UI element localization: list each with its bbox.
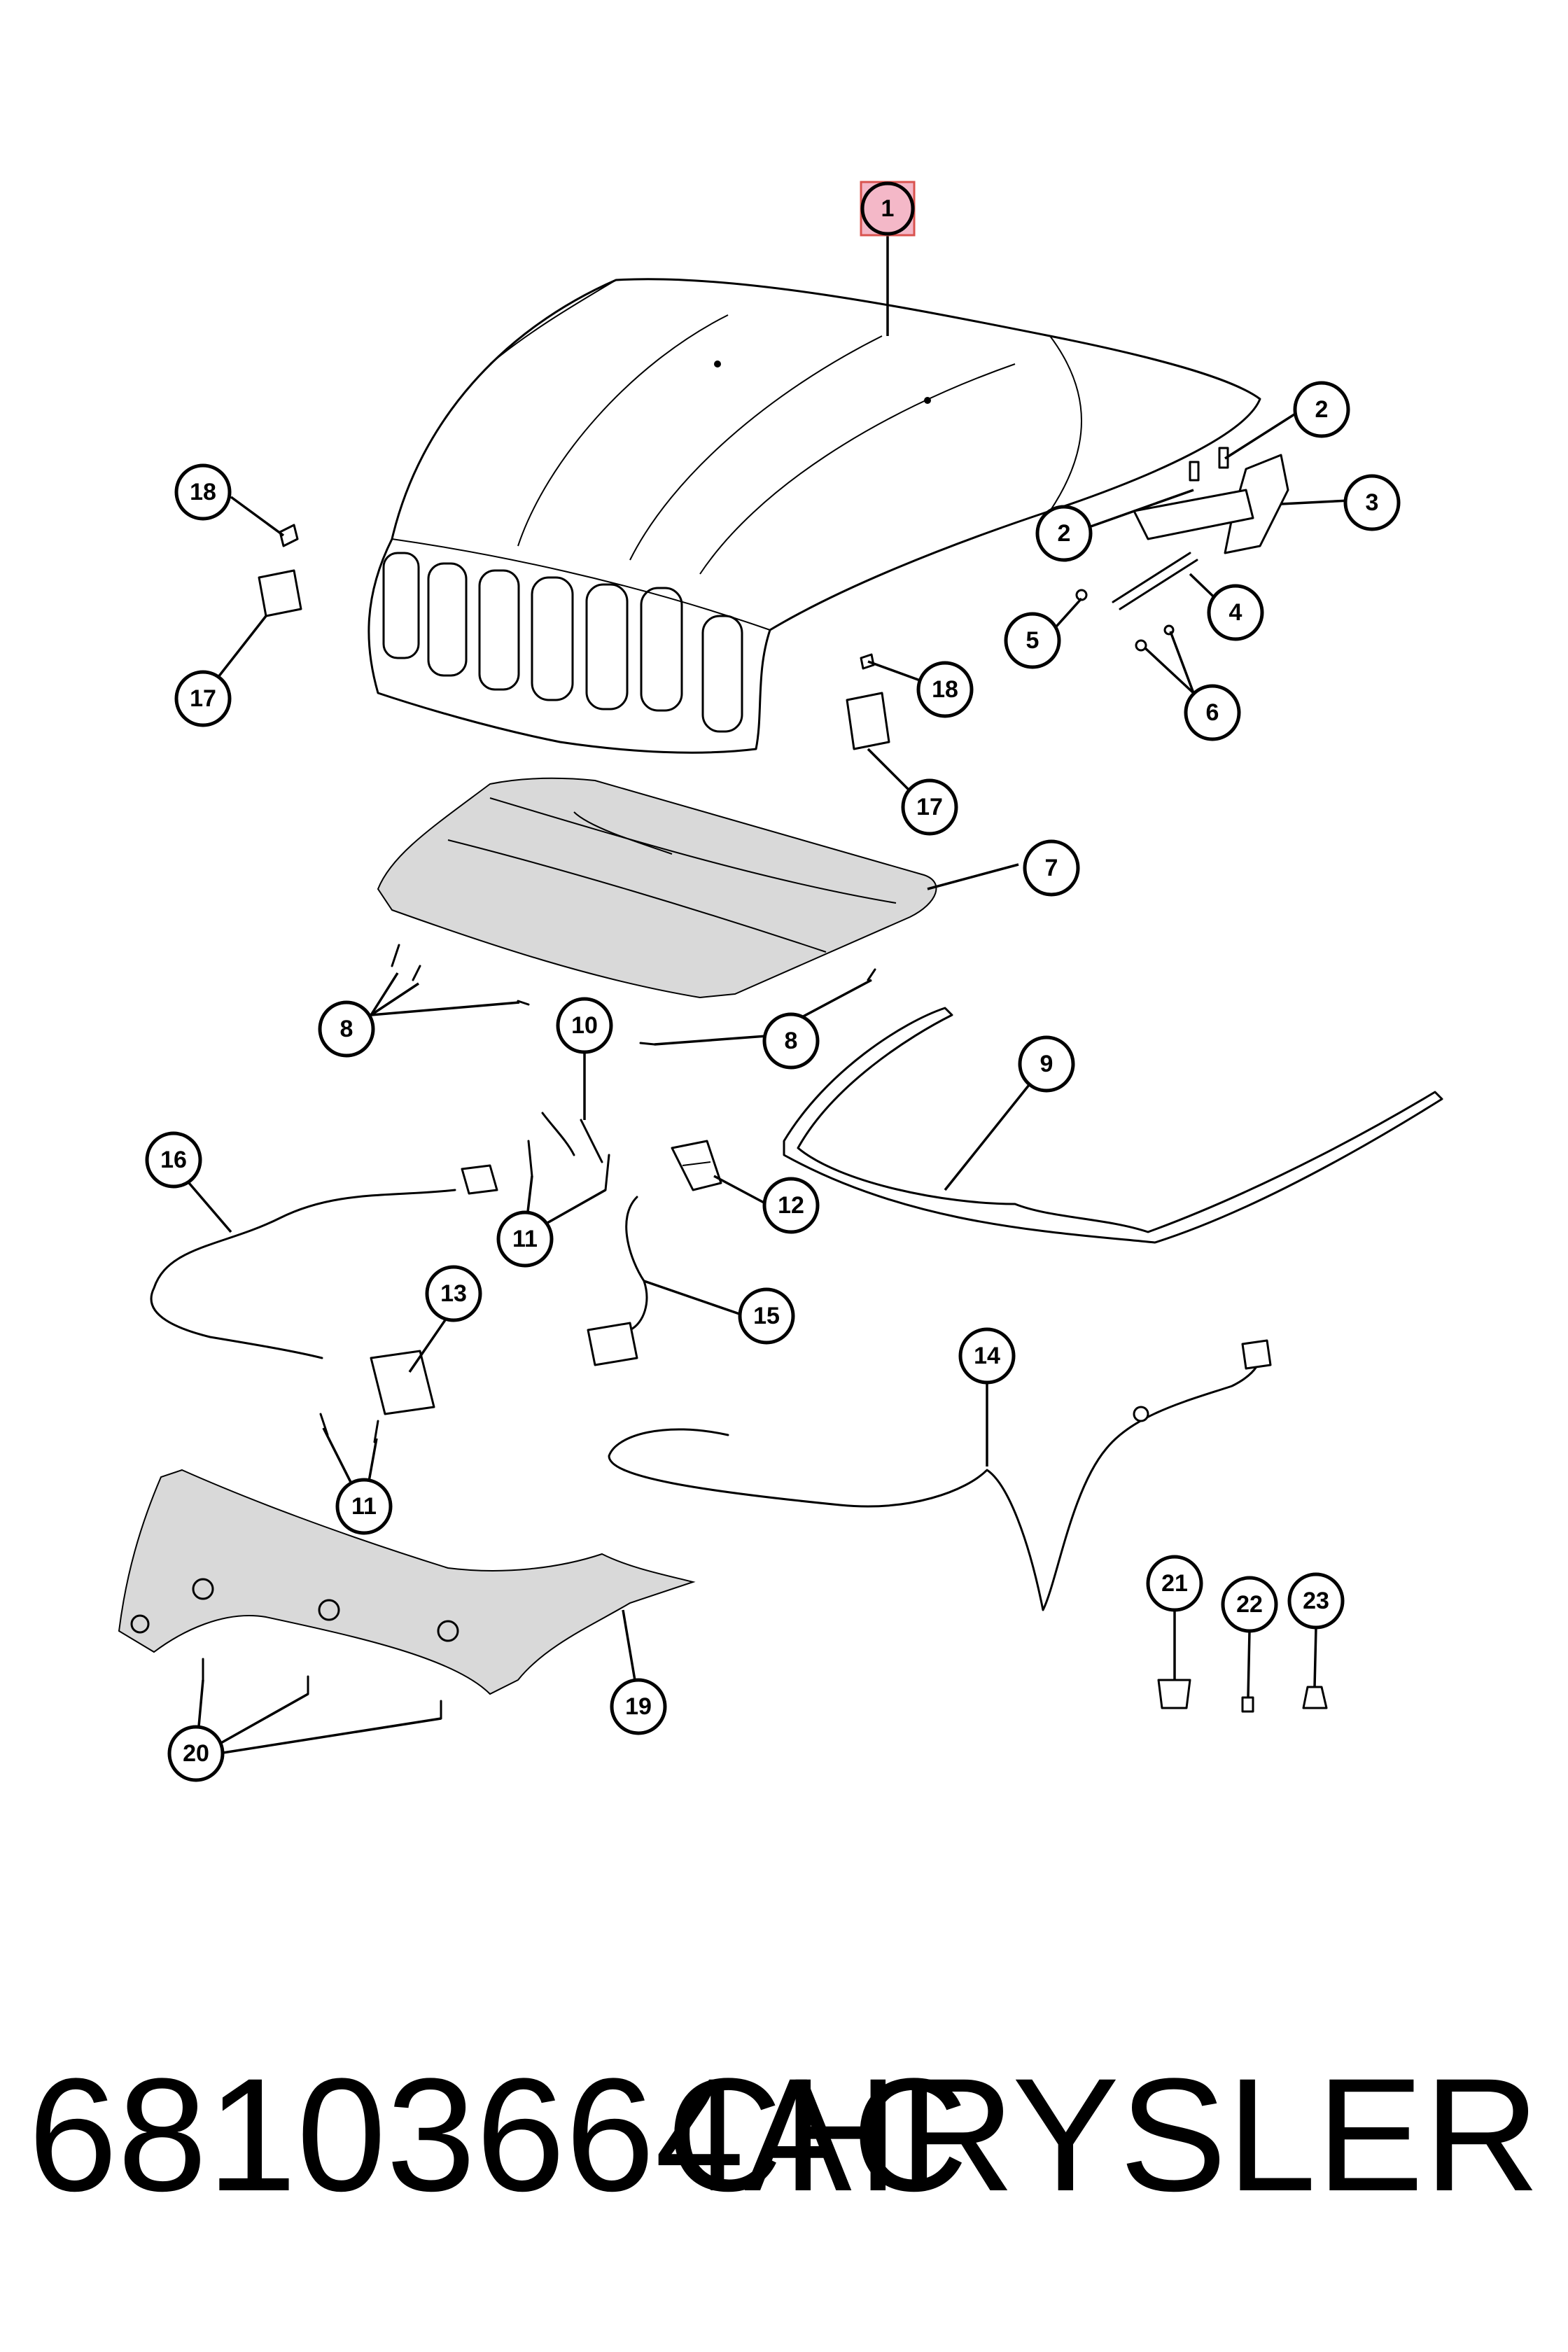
- svg-text:9: 9: [1040, 1051, 1054, 1077]
- bumper-right: [846, 653, 890, 750]
- svg-text:19: 19: [625, 1693, 652, 1720]
- front-splash-shield-19: [118, 1469, 696, 1695]
- callout-17-right[interactable]: 17: [901, 778, 958, 836]
- callout-22[interactable]: 22: [1221, 1576, 1278, 1633]
- callout-11-upper[interactable]: 11: [496, 1210, 554, 1268]
- callout-18-left[interactable]: 18: [174, 463, 232, 521]
- part-number: 68103664AC: [28, 2045, 968, 2225]
- svg-text:7: 7: [1045, 855, 1058, 881]
- clip-21: [1157, 1679, 1191, 1709]
- clip-22: [1241, 1696, 1254, 1713]
- svg-text:23: 23: [1303, 1588, 1329, 1614]
- svg-text:1: 1: [881, 195, 895, 222]
- hood-panel: [368, 278, 1261, 754]
- callout-14[interactable]: 14: [958, 1327, 1016, 1385]
- callout-16[interactable]: 16: [145, 1131, 202, 1189]
- svg-text:8: 8: [785, 1028, 798, 1054]
- callouts: 1 2 2 3 4 5 6 7: [145, 181, 1401, 1782]
- manufacturer-name: CHRYSLER: [666, 2045, 1540, 2225]
- hood-hinge: [1133, 447, 1289, 554]
- svg-text:13: 13: [440, 1280, 467, 1307]
- svg-text:17: 17: [916, 794, 943, 820]
- callout-23[interactable]: 23: [1287, 1572, 1345, 1630]
- callout-8-right[interactable]: 8: [762, 1012, 820, 1070]
- hood-support-strut: [1112, 552, 1198, 610]
- svg-text:5: 5: [1026, 627, 1040, 654]
- callout-1[interactable]: 1: [860, 181, 916, 237]
- callout-18-right[interactable]: 18: [916, 661, 974, 718]
- callout-10[interactable]: 10: [556, 997, 613, 1054]
- callout-7[interactable]: 7: [1023, 839, 1080, 897]
- hood-insulator: [377, 777, 937, 999]
- svg-text:8: 8: [340, 1016, 354, 1042]
- callout-9[interactable]: 9: [1018, 1035, 1075, 1093]
- bumper-left: [258, 524, 302, 617]
- cowl-weatherstrip: [783, 1007, 1443, 1244]
- callout-21[interactable]: 21: [1146, 1555, 1203, 1612]
- svg-text:16: 16: [160, 1147, 187, 1173]
- callout-15[interactable]: 15: [738, 1287, 795, 1345]
- svg-text:18: 18: [932, 676, 958, 703]
- svg-text:4: 4: [1229, 599, 1242, 626]
- svg-text:15: 15: [753, 1303, 780, 1329]
- svg-text:22: 22: [1236, 1591, 1263, 1618]
- svg-text:2: 2: [1058, 520, 1071, 547]
- push-pin-fasteners: [391, 944, 876, 1046]
- callout-17-left[interactable]: 17: [174, 670, 232, 727]
- callout-6[interactable]: 6: [1184, 684, 1241, 741]
- svg-text:6: 6: [1206, 699, 1219, 726]
- hood-release-cable-14: [608, 1339, 1272, 1611]
- svg-text:10: 10: [571, 1012, 598, 1039]
- callout-2-lower[interactable]: 2: [1035, 505, 1093, 562]
- footer: 68103664AC CHRYSLER: [0, 2030, 1568, 2240]
- callout-13[interactable]: 13: [425, 1265, 482, 1322]
- callout-8-left[interactable]: 8: [318, 1000, 375, 1058]
- callout-3[interactable]: 3: [1343, 474, 1401, 531]
- svg-text:11: 11: [512, 1226, 538, 1252]
- callout-19[interactable]: 19: [610, 1678, 667, 1735]
- callout-5[interactable]: 5: [1004, 612, 1061, 669]
- callout-12[interactable]: 12: [762, 1177, 820, 1234]
- strut-fasteners: [1075, 589, 1175, 652]
- svg-text:2: 2: [1315, 396, 1329, 423]
- svg-text:20: 20: [183, 1740, 209, 1767]
- svg-text:14: 14: [974, 1343, 1000, 1369]
- push-pins-20: [202, 1658, 442, 1720]
- bumper-23: [1302, 1686, 1328, 1709]
- svg-text:12: 12: [778, 1192, 804, 1219]
- striker-13: [370, 1350, 435, 1415]
- callout-11-lower[interactable]: 11: [335, 1478, 393, 1535]
- svg-text:11: 11: [351, 1493, 377, 1520]
- parts-diagram: 1 2 2 3 4 5 6 7: [118, 181, 1443, 1782]
- hood-grille-openings: [382, 552, 743, 733]
- svg-text:17: 17: [190, 685, 216, 712]
- callout-2-upper[interactable]: 2: [1293, 381, 1350, 438]
- svg-text:21: 21: [1161, 1570, 1188, 1597]
- callout-4[interactable]: 4: [1207, 584, 1264, 641]
- latch-cable-16: [150, 1164, 498, 1359]
- release-cable-15: [587, 1196, 648, 1366]
- hood-latch-12: [671, 1140, 722, 1191]
- callout-20[interactable]: 20: [167, 1725, 225, 1782]
- safety-catch-10: [541, 1112, 603, 1163]
- svg-text:3: 3: [1366, 489, 1379, 516]
- svg-text:18: 18: [190, 479, 216, 505]
